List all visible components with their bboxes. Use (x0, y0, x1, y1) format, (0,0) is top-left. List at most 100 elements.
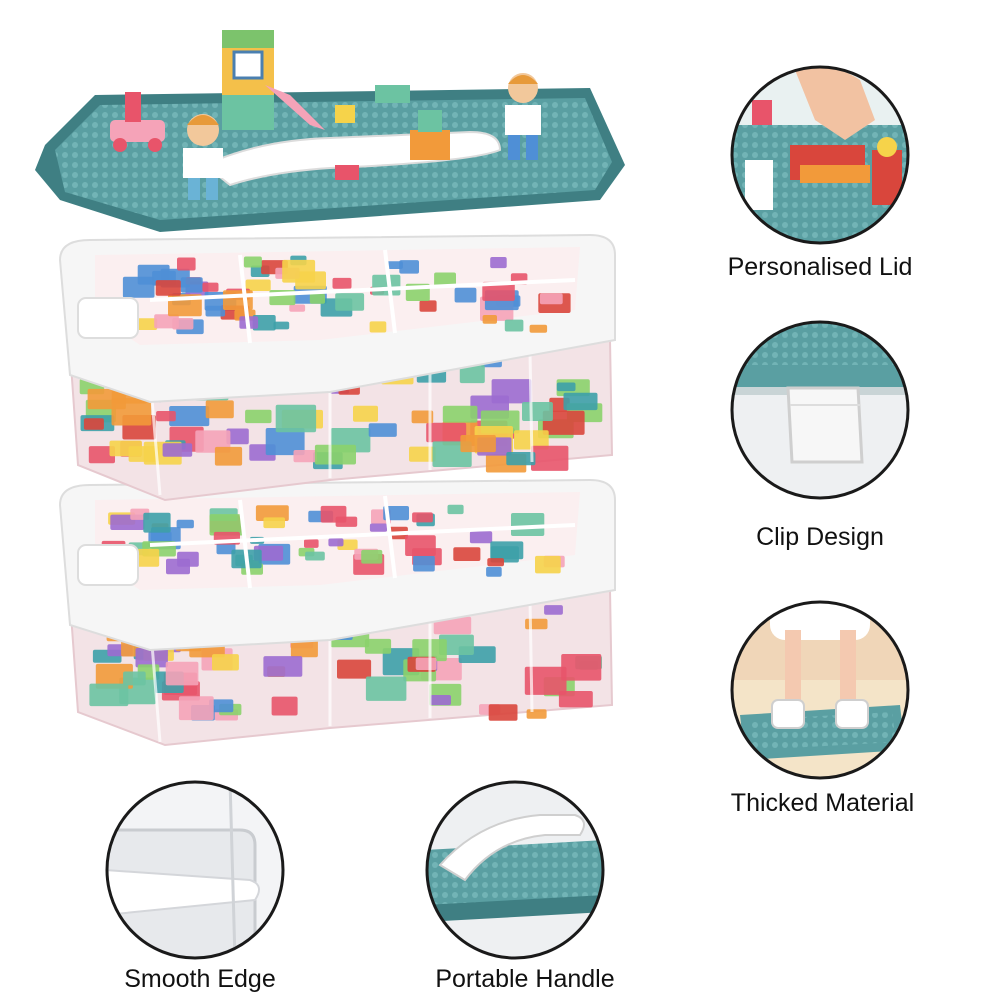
toy-figure-left (183, 114, 223, 200)
upper-tray-bricks (122, 255, 571, 335)
brick (426, 422, 467, 443)
brick (156, 411, 176, 422)
brick (178, 696, 214, 721)
brick (305, 551, 325, 561)
brick (482, 281, 515, 301)
caption-portable-handle: Portable Handle (435, 965, 615, 993)
storage-box-product (35, 30, 625, 747)
brick (214, 446, 243, 466)
brick (542, 410, 585, 435)
brick (556, 382, 576, 392)
brick (459, 364, 485, 384)
brick (525, 618, 548, 630)
brick (460, 435, 496, 453)
brick (368, 423, 397, 437)
baseplate-lid (35, 30, 625, 232)
brick (413, 555, 435, 572)
brick (245, 409, 272, 424)
brick (353, 405, 378, 422)
feature-circle-lid (730, 65, 910, 245)
brick (209, 699, 234, 713)
upper-box (58, 233, 616, 502)
brick (361, 549, 383, 564)
caption-personalised-lid: Personalised Lid (727, 253, 913, 281)
brick (558, 691, 593, 708)
toy-figure-right (505, 73, 541, 160)
brick (172, 318, 194, 330)
brick (180, 277, 203, 293)
brick (83, 418, 104, 430)
brick (177, 257, 196, 271)
brick (411, 410, 434, 424)
brick (399, 260, 419, 274)
brick (275, 404, 317, 433)
brick (531, 445, 569, 471)
brick (504, 319, 524, 332)
brick (123, 671, 146, 686)
brick (136, 318, 158, 330)
brick (369, 321, 387, 333)
brick (337, 659, 372, 679)
brick (155, 280, 181, 296)
brick (332, 277, 352, 289)
brick (526, 709, 547, 719)
feature-circle-handle (425, 780, 605, 960)
brick (166, 558, 190, 575)
brick (487, 558, 504, 567)
brick (490, 257, 507, 269)
brick (109, 440, 142, 457)
feature-circle-thick (730, 600, 910, 780)
brick (442, 405, 478, 423)
lower-box (58, 478, 616, 747)
brick (469, 531, 493, 544)
brick (544, 605, 563, 615)
brick (202, 282, 219, 292)
brick (176, 519, 194, 529)
caption-thicked-material: Thicked Material (730, 789, 915, 817)
brick (529, 324, 548, 333)
brick (205, 305, 226, 317)
brick (165, 661, 199, 686)
brick (506, 452, 536, 466)
brick (385, 261, 403, 269)
brick (454, 287, 477, 303)
brick (271, 696, 298, 716)
brick (561, 654, 602, 681)
brick (226, 428, 249, 445)
brick (293, 450, 317, 463)
brick (314, 444, 356, 465)
feature-circle-edge (105, 780, 285, 960)
brick (143, 512, 171, 533)
brick (482, 315, 497, 324)
brick (412, 512, 433, 523)
brick (290, 639, 318, 658)
brick (245, 279, 271, 291)
caption-smooth-edge: Smooth Edge (124, 965, 276, 993)
brick (405, 535, 436, 556)
brick (430, 695, 451, 706)
brick (419, 300, 437, 312)
brick (415, 657, 437, 670)
brick (223, 290, 253, 310)
brick (273, 321, 290, 330)
toy-small-parts (335, 85, 450, 180)
brick (369, 523, 388, 532)
brick (447, 504, 464, 515)
brick (162, 443, 193, 457)
toy-car (110, 92, 165, 152)
brick (289, 304, 306, 312)
brick (169, 406, 210, 427)
feature-circle-clip (730, 320, 910, 500)
brick (486, 566, 502, 577)
brick (524, 666, 567, 695)
brick (383, 506, 409, 521)
brick (563, 392, 598, 411)
brick (252, 315, 276, 331)
brick (535, 555, 561, 574)
brick (304, 539, 319, 548)
brick (409, 446, 436, 462)
brick (439, 634, 474, 655)
brick (365, 676, 407, 701)
brick (205, 400, 234, 419)
